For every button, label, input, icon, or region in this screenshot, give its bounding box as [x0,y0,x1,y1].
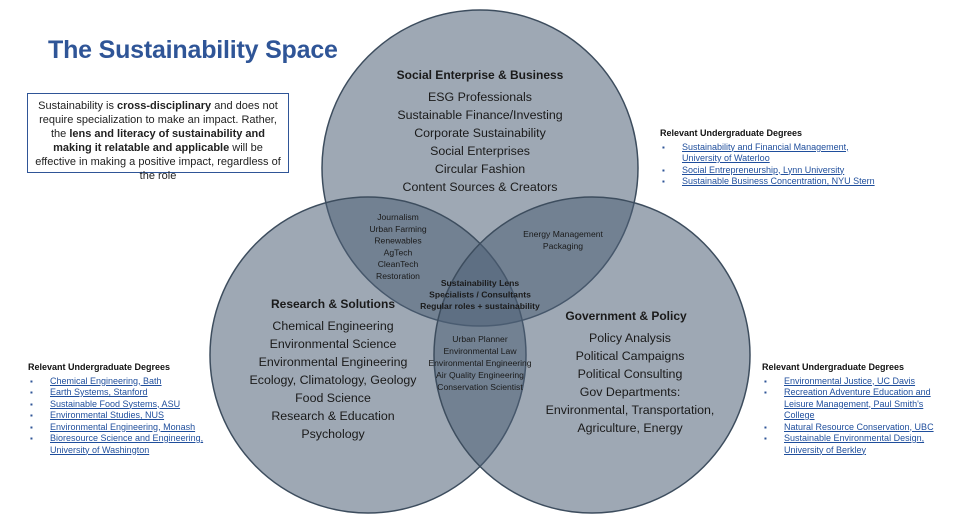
degree-item: ▪ Chemical Engineering, Bath [28,376,238,388]
degree-list: ▪ Environmental Justice, UC Davis ▪ Recreat… [762,376,952,457]
degree-item: ▪ Recreation Adventure Education and Leis… [762,387,952,422]
degrees-business: Relevant Undergraduate Degrees ▪ Sustaina… [660,128,890,188]
overlap-business-research-item: AgTech [384,247,413,257]
overlap-business-government-item: Packaging [543,241,583,251]
degrees-heading: Relevant Undergraduate Degrees [660,128,803,138]
overlap-research-government-item: Environmental Law [443,346,517,356]
degrees-research: Relevant Undergraduate Degrees ▪ Chemical… [28,362,238,456]
degree-link[interactable]: Social Entrepreneurship, Lynn University [682,164,845,175]
degree-link[interactable]: Environmental Engineering, Monash [50,421,196,432]
government-item: Environmental, Transportation, [546,403,715,417]
degree-item: ▪ Sustainable Environmental Design, Unive… [762,433,952,456]
page-title: The Sustainability Space [48,36,338,64]
center-item: Specialists / Consultants [429,290,531,300]
center-item: Sustainability Lens [441,278,520,288]
intro-text-2: and does not require specialization to m… [39,100,278,140]
degree-item: ▪ Sustainable Food Systems, ASU [28,399,238,411]
degree-link[interactable]: Earth Systems, Stanford [50,387,148,397]
bullet-icon: ▪ [30,399,33,409]
intro-box: Sustainability is cross-disciplinary and… [27,93,289,182]
degree-item: ▪ Environmental Justice, UC Davis [762,376,952,388]
government-item: Policy Analysis [589,331,671,345]
degree-link[interactable]: Sustainable Food Systems, ASU [50,398,181,409]
bullet-icon: ▪ [30,411,33,420]
business-item: Corporate Sustainability [414,126,546,140]
business-item: Sustainable Finance/Investing [397,108,562,122]
business-item: ESG Professionals [428,90,532,104]
degree-item: ▪ Natural Resource Conservation, UBC [762,422,952,434]
research-title: Research & Solutions [271,297,395,311]
degree-item: ▪ Environmental Studies, NUS [28,410,238,422]
degree-link[interactable]: Natural Resource Conservation, UBC [784,421,934,432]
intro-text-1: Sustainability is [38,100,118,112]
degrees-heading: Relevant Undergraduate Degrees [762,362,905,372]
bullet-icon: ▪ [662,142,665,152]
intro-bold-1: cross-disciplinary [117,100,212,112]
degree-item: ▪ Environmental Engineering, Monash [28,422,238,434]
government-item: Political Consulting [578,367,683,381]
overlap-business-research-item: Urban Farming [369,224,427,234]
research-item: Food Science [295,391,371,405]
business-item: Social Enterprises [430,144,530,158]
overlap-business-research-item: CleanTech [378,259,419,269]
intro-text-3: will be effective in making a positive i… [35,142,281,182]
degree-link[interactable]: Environmental Justice, UC Davis [784,375,916,386]
degree-item: ▪ Bioresource Science and Engineering, Un… [28,433,238,456]
research-item: Environmental Science [270,337,397,351]
bullet-icon: ▪ [662,177,665,186]
circle-government [433,196,751,514]
research-item: Chemical Engineering [272,319,393,333]
overlap-business-research-item: Restoration [376,271,420,281]
degree-item: ▪ Sustainable Business Concentration, NYU… [660,176,890,188]
degree-link[interactable]: Recreation Adventure Education and Leisu… [784,387,931,420]
overlap-research-government-item: Urban Planner [452,334,508,344]
degree-link[interactable]: Sustainable Environmental Design, Univer… [784,433,925,455]
bullet-icon: ▪ [30,388,33,397]
degree-link[interactable]: Environmental Studies, NUS [50,410,165,420]
government-item: Agriculture, Energy [577,421,683,435]
business-item: Circular Fashion [435,162,525,176]
degree-item: ▪ Sustainability and Financial Management… [660,142,890,165]
center-item: Regular roles + sustainability [420,301,540,311]
government-title: Government & Policy [565,309,687,323]
bullet-icon: ▪ [30,376,33,386]
overlap-research-government-item: Conservation Scientist [437,382,523,392]
bullet-icon: ▪ [662,165,665,175]
overlap-business-research-item: Renewables [374,236,421,246]
overlap-research-government-item: Environmental Engineering [428,358,531,368]
degree-link[interactable]: Bioresource Science and Engineering, Uni… [50,433,204,455]
degree-link[interactable]: Chemical Engineering, Bath [50,375,162,386]
degrees-government: Relevant Undergraduate Degrees ▪ Environm… [762,362,952,456]
overlap-business-government-item: Energy Management [523,229,603,239]
degrees-heading: Relevant Undergraduate Degrees [28,362,171,372]
bullet-icon: ▪ [764,434,767,443]
research-item: Psychology [301,427,365,441]
degree-list: ▪ Chemical Engineering, Bath ▪ Earth System… [28,376,238,457]
research-item: Research & Education [271,409,394,423]
degree-link[interactable]: Sustainability and Financial Management,… [682,141,849,164]
degree-list: ▪ Sustainability and Financial Management… [660,142,890,188]
degree-item: ▪ Earth Systems, Stanford [28,387,238,399]
bullet-icon: ▪ [30,434,33,443]
government-item: Gov Departments: [580,385,681,399]
bullet-icon: ▪ [764,388,767,397]
overlap-business-research-item: Journalism [377,212,419,222]
degree-link[interactable]: Sustainable Business Concentration, NYU … [682,176,875,186]
research-item: Ecology, Climatology, Geology [250,373,418,387]
research-item: Environmental Engineering [259,355,408,369]
government-item: Political Campaigns [576,349,685,363]
bullet-icon: ▪ [30,422,33,432]
intro-bold-2: lens and literacy of sustainability and … [53,128,265,154]
business-title: Social Enterprise & Business [397,68,564,82]
bullet-icon: ▪ [764,422,767,432]
business-item: Content Sources & Creators [403,180,558,194]
degree-item: ▪ Social Entrepreneurship, Lynn Universit… [660,165,890,177]
overlap-research-government-item: Air Quality Engineering [436,370,524,380]
bullet-icon: ▪ [764,376,767,386]
